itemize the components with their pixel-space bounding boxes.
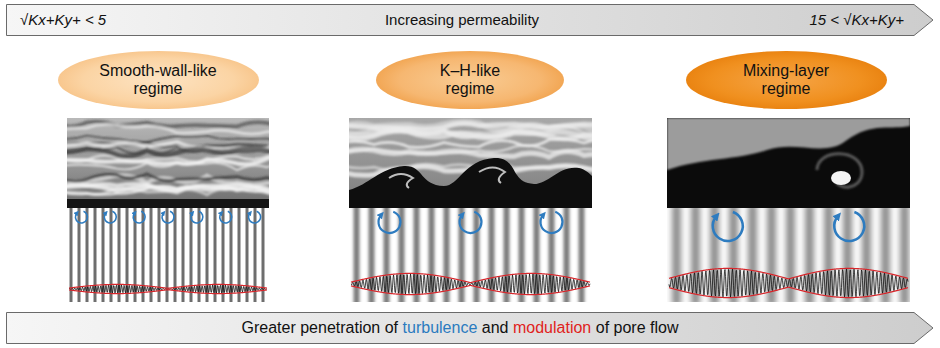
arrow-label: and (482, 319, 509, 337)
regime-panel (339, 118, 619, 306)
arrow-label: modulation (513, 319, 591, 337)
flow-visualisation (67, 118, 269, 208)
regime-label: K–H-like regime (425, 62, 515, 99)
regime-ellipse: Smooth-wall-like regime (57, 50, 260, 110)
pore-flow-signal (351, 273, 590, 294)
arrow-label: Increasing permeability (315, 11, 610, 28)
eddy-arrows (75, 211, 260, 223)
penetration-arrow: Greater penetration ofturbulenceandmodul… (6, 312, 934, 344)
pore-flow-signal (69, 284, 267, 293)
arrow-label: of pore flow (596, 319, 679, 337)
flow-visualisation (667, 118, 910, 208)
regime-ellipse: Mixing-layer regime (685, 50, 888, 110)
porous-medium (67, 208, 269, 302)
regime-label: Smooth-wall-like regime (93, 62, 223, 99)
regime-panel (57, 118, 297, 306)
arrow-label: 15 < √Kx+Ky+ (609, 11, 904, 28)
regime-ellipse: K–H-like regime (375, 50, 565, 110)
permeability-arrow: √Kx+Ky+ < 5Increasing permeability15 < √… (6, 4, 934, 36)
arrow-label: turbulence (403, 319, 478, 337)
flow-visualisation (349, 118, 592, 208)
pore-flow-signal (669, 268, 908, 297)
regime-label: Mixing-layer regime (721, 62, 851, 99)
eddy-arrows (379, 212, 563, 233)
arrow-label: √Kx+Ky+ < 5 (20, 11, 315, 28)
porous-medium (349, 208, 592, 302)
eddy-arrows (713, 212, 864, 241)
porous-medium (667, 208, 910, 302)
regime-panel (667, 118, 910, 306)
arrow-label: Greater penetration of (242, 319, 399, 337)
